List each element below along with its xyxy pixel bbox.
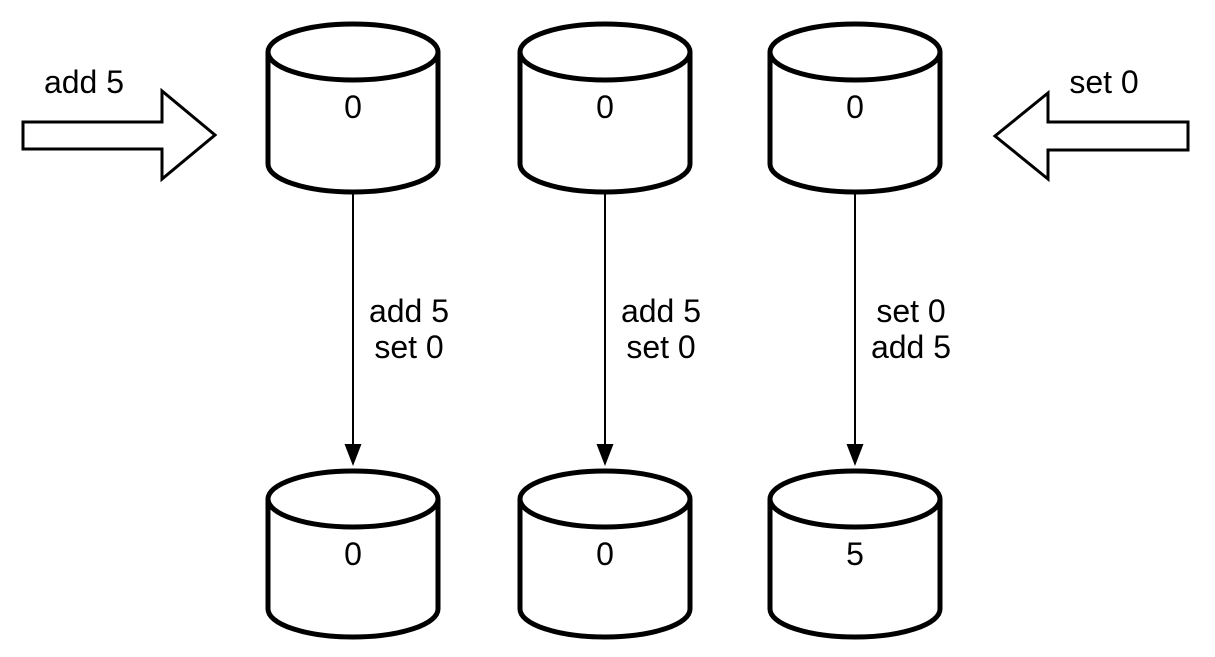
bottom-database-2: 0	[517, 468, 693, 640]
left-block-arrow-icon	[992, 89, 1190, 183]
arrowhead-down-icon	[846, 444, 864, 466]
arrowhead-down-icon	[344, 444, 362, 466]
bottom-database-2-value: 0	[596, 536, 614, 572]
incoming-operation-right: set 0	[992, 64, 1190, 183]
database-cylinder-top-icon	[517, 21, 693, 83]
database-cylinder-top-icon	[517, 468, 693, 530]
right-block-arrow-icon	[21, 87, 218, 183]
op-order-3-line1: set 0	[876, 293, 945, 329]
replica-column-2: 0 add 5 set 0 0	[517, 21, 701, 640]
left-operation-label: add 5	[44, 64, 124, 100]
database-cylinder-icon	[767, 499, 943, 640]
replica-column-3: 0 set 0 add 5 5	[767, 21, 951, 640]
op-order-1-line1: add 5	[369, 293, 449, 329]
top-database-3-value: 0	[846, 89, 864, 125]
arrowhead-down-icon	[596, 444, 614, 466]
database-cylinder-top-icon	[265, 21, 441, 83]
top-database-1: 0	[265, 21, 441, 195]
database-cylinder-top-icon	[767, 468, 943, 530]
database-cylinder-icon	[265, 499, 441, 640]
database-cylinder-icon	[517, 499, 693, 640]
database-cylinder-top-icon	[767, 21, 943, 83]
replica-column-1: 0 add 5 set 0 0	[265, 21, 449, 640]
database-cylinder-icon	[517, 52, 693, 195]
bottom-database-3: 5	[767, 468, 943, 640]
op-order-2-line1: add 5	[621, 293, 701, 329]
op-order-1-line2: set 0	[374, 329, 443, 365]
replication-arrow-3: set 0 add 5	[846, 192, 951, 466]
database-cylinder-icon	[767, 52, 943, 195]
bottom-database-1: 0	[265, 468, 441, 640]
top-database-1-value: 0	[344, 89, 362, 125]
top-database-2-value: 0	[596, 89, 614, 125]
incoming-operation-left: add 5	[21, 64, 218, 183]
right-operation-label: set 0	[1069, 64, 1138, 100]
op-order-3-line2: add 5	[871, 329, 951, 365]
op-order-2-line2: set 0	[626, 329, 695, 365]
replication-arrow-1: add 5 set 0	[344, 192, 449, 466]
top-database-2: 0	[517, 21, 693, 195]
database-cylinder-top-icon	[265, 468, 441, 530]
bottom-database-3-value: 5	[846, 536, 864, 572]
bottom-database-1-value: 0	[344, 536, 362, 572]
database-cylinder-icon	[265, 52, 441, 195]
replication-arrow-2: add 5 set 0	[596, 192, 701, 466]
top-database-3: 0	[767, 21, 943, 195]
